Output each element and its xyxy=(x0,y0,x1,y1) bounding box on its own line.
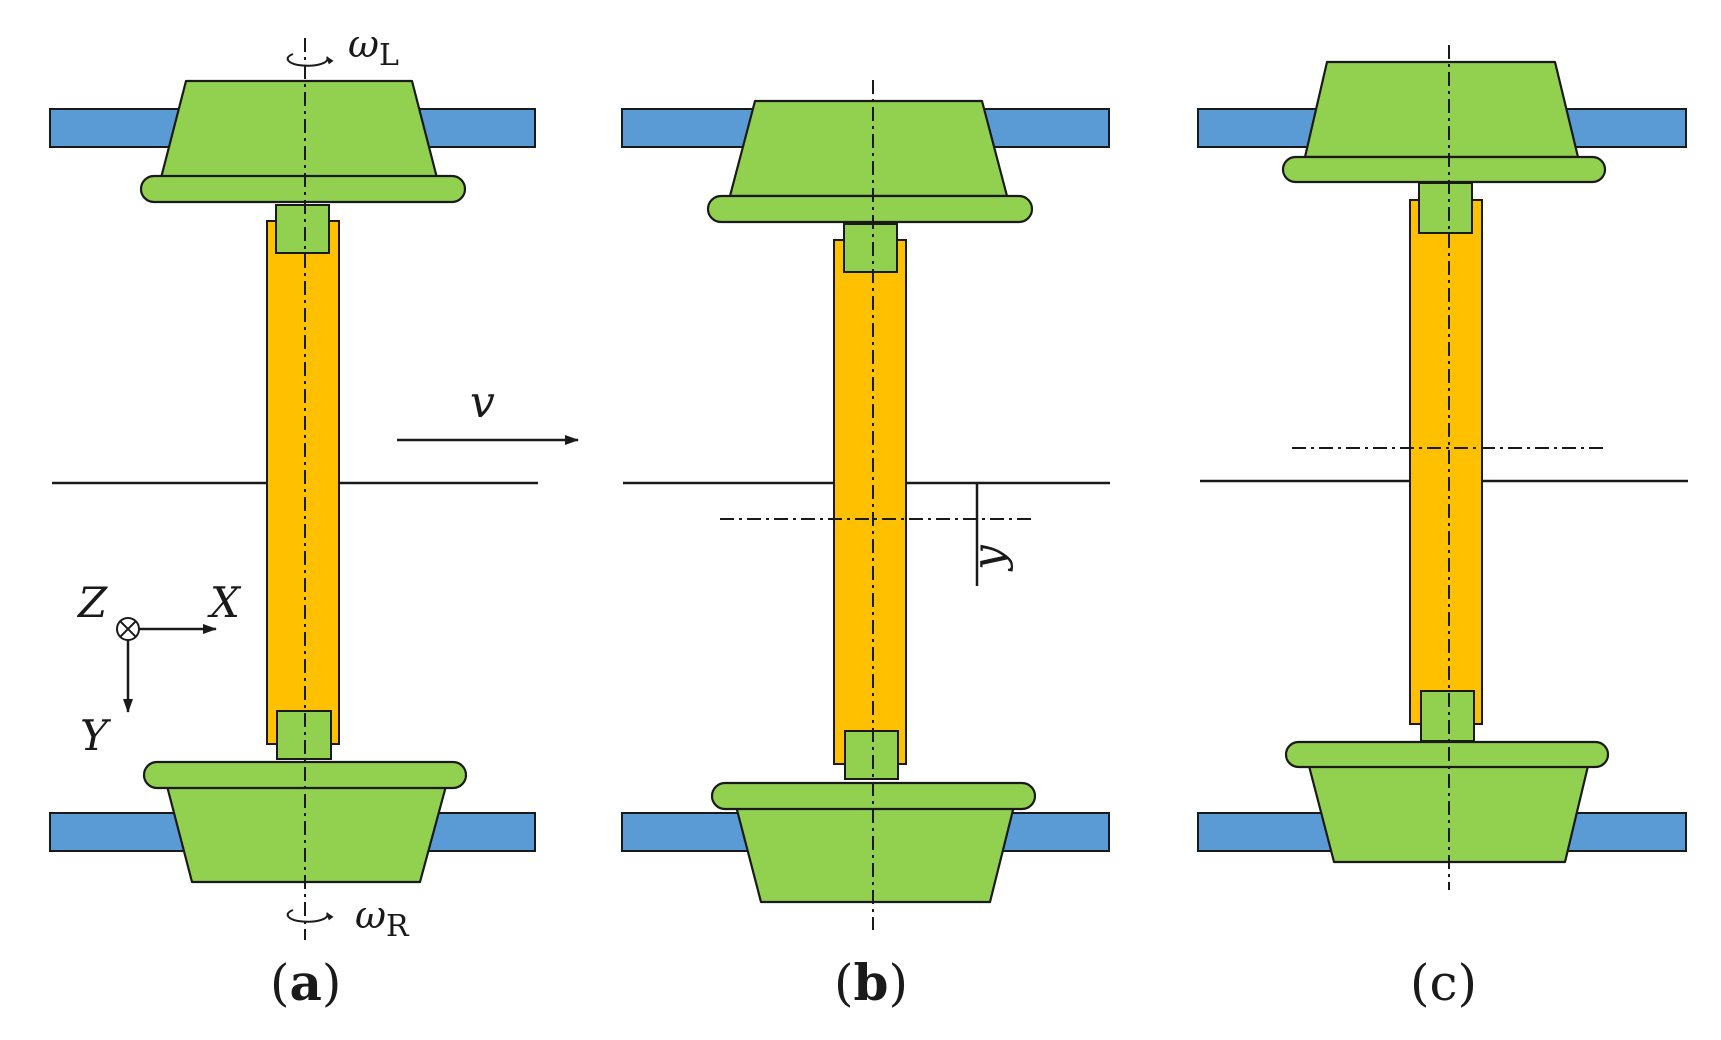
wheel-flange-left xyxy=(1281,155,1607,184)
panel-label-a: (a) xyxy=(270,953,341,1012)
lateral-displacement-label: y xyxy=(963,544,1014,572)
axis-z-label: Z xyxy=(76,578,108,627)
wheel-right xyxy=(734,804,1016,904)
axis-y-label: Y xyxy=(80,711,112,760)
panel-label-b: (b) xyxy=(834,953,908,1012)
omega-left-label: ωL xyxy=(348,22,399,73)
axle-bearing-bottom xyxy=(1420,690,1475,742)
axle-bearing-top xyxy=(275,204,330,254)
axle-bearing-bottom xyxy=(844,730,899,780)
wheel-left xyxy=(1303,60,1580,159)
axis-x-label: X xyxy=(207,578,242,627)
wheel-flange-left xyxy=(139,174,467,204)
axle xyxy=(266,220,340,745)
panel-b: y (b) xyxy=(621,80,1110,1012)
omega-right-label: ωR xyxy=(355,893,410,944)
wheel-flange-right xyxy=(1284,740,1610,769)
axle xyxy=(833,239,907,765)
velocity-label: v xyxy=(470,377,495,428)
axle-bearing-top xyxy=(1418,182,1473,234)
axle-bearing-top xyxy=(843,223,898,273)
wheel-right xyxy=(165,784,448,884)
wheel-left xyxy=(159,79,439,180)
panel-label-c: (c) xyxy=(1410,954,1477,1012)
rotation-icon-right xyxy=(286,909,334,923)
rotation-icon-left xyxy=(286,53,334,67)
wheel-flange-left xyxy=(706,194,1034,224)
axle xyxy=(1409,199,1483,725)
panel-c: (c) xyxy=(1197,45,1688,1012)
panel-a: ωL ωR v Z X Y (a) xyxy=(49,22,579,1012)
wheel-left xyxy=(728,99,1009,198)
coordinate-axes xyxy=(116,617,217,713)
